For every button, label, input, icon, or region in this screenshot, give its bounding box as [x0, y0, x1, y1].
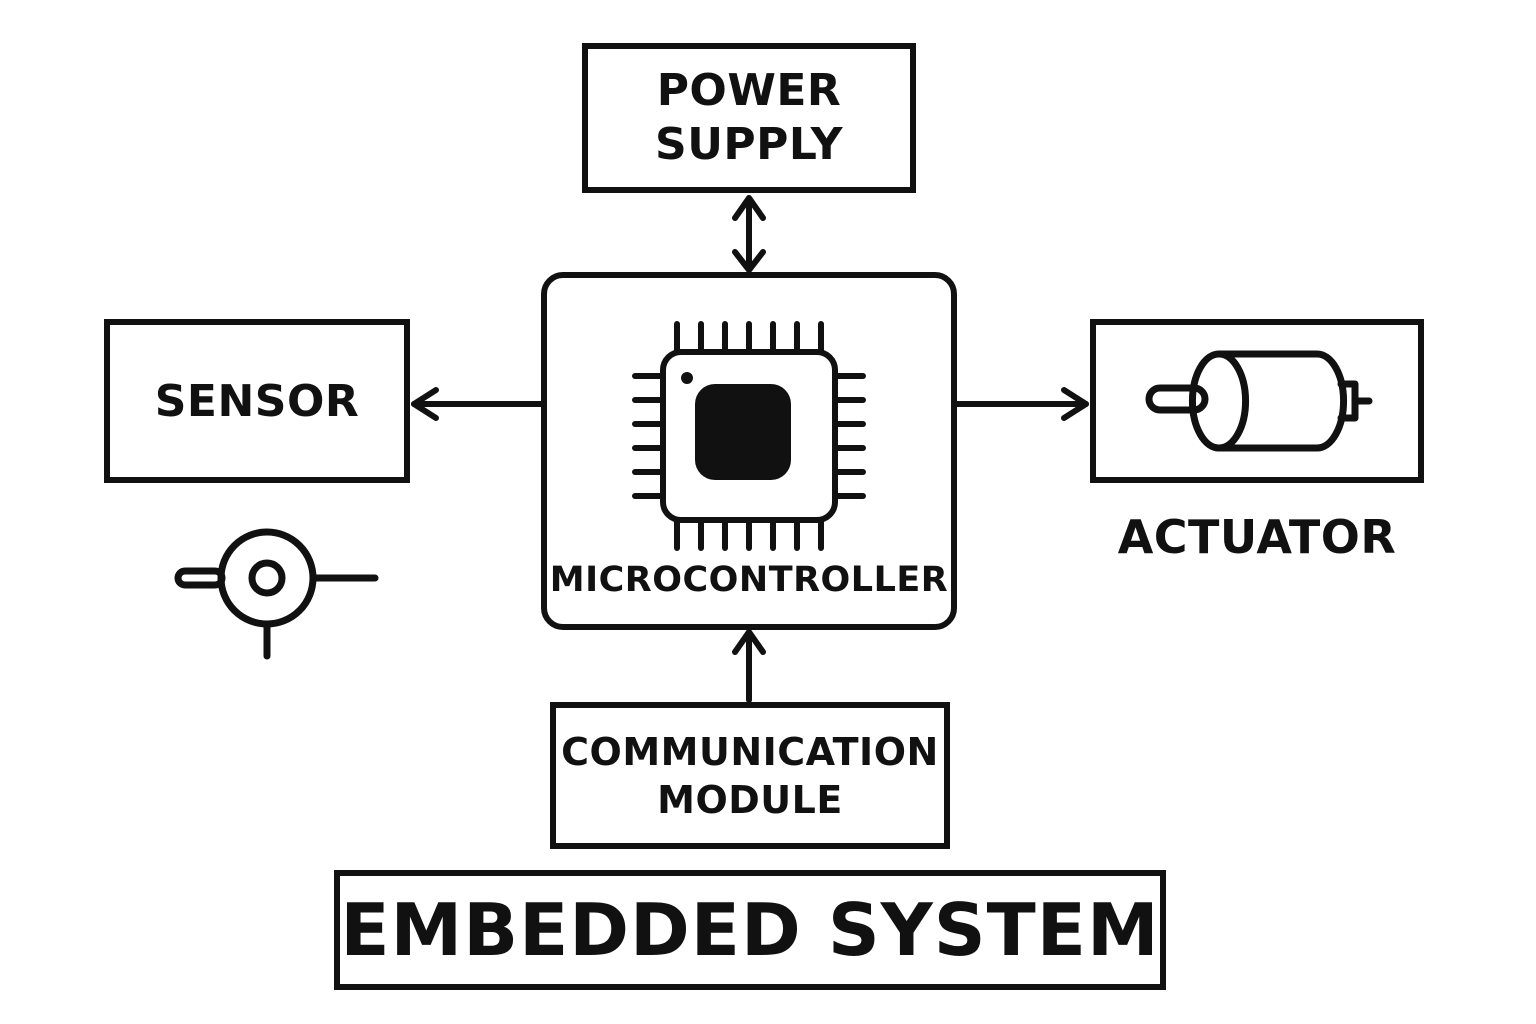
- sensor-symbol-icon: [174, 528, 379, 660]
- diagram-title-block: EMBEDDED SYSTEM: [334, 870, 1166, 990]
- chip-icon: [629, 316, 869, 556]
- communication-label-line2: MODULE: [657, 777, 843, 822]
- actuator-block: [1090, 319, 1424, 483]
- power-supply-label-line2: SUPPLY: [655, 119, 843, 170]
- sensor-label: SENSOR: [154, 375, 360, 427]
- microcontroller-block: MICROCONTROLLER: [541, 272, 957, 630]
- microcontroller-label: MICROCONTROLLER: [549, 560, 949, 600]
- sensor-arrowhead: [411, 387, 439, 421]
- motor-icon: [1137, 346, 1377, 456]
- diagram-title: EMBEDDED SYSTEM: [340, 888, 1160, 972]
- actuator-label: ACTUATOR: [1117, 510, 1397, 564]
- power-supply-label-line1: POWER: [656, 65, 842, 116]
- mcu-top-arrowhead: [732, 249, 766, 273]
- communication-label-line1: COMMUNICATION: [561, 729, 939, 774]
- mcu-bottom-arrowhead: [732, 629, 766, 655]
- power-supply-block: POWER SUPPLY: [582, 43, 916, 193]
- sensor-block: SENSOR: [104, 319, 410, 483]
- power-arrowhead: [732, 195, 766, 221]
- communication-module-block: COMMUNICATION MODULE: [550, 702, 950, 849]
- actuator-arrowhead: [1061, 387, 1089, 421]
